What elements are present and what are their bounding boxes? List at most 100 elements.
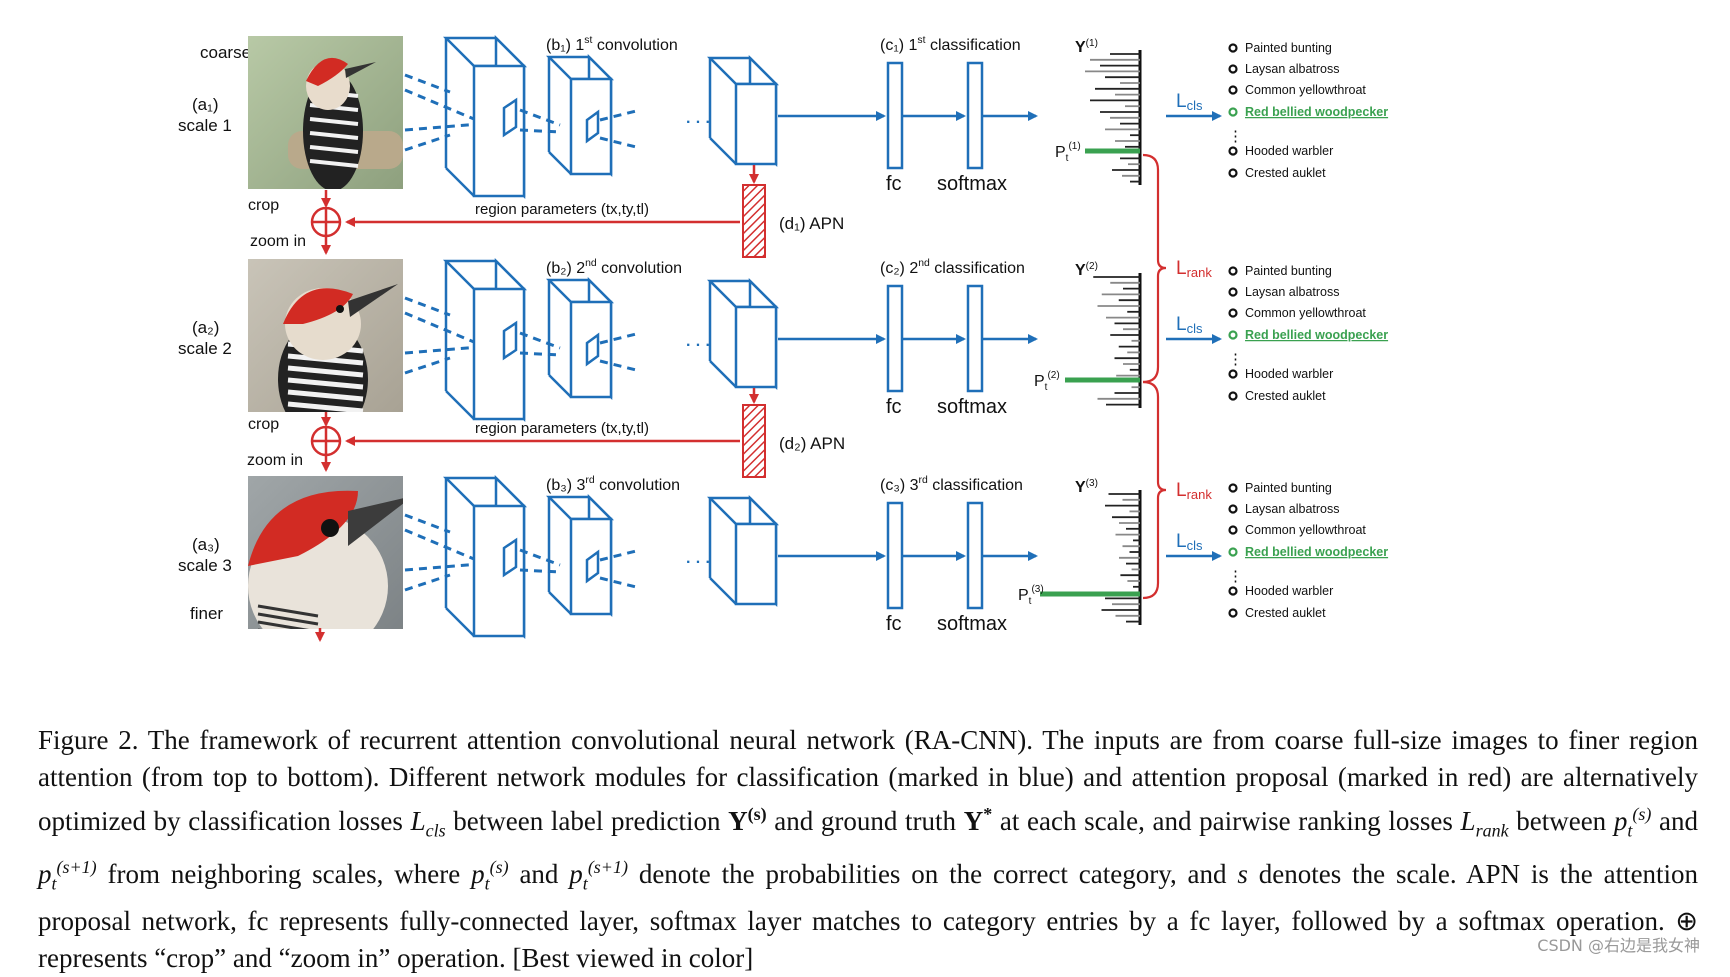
beak — [348, 498, 403, 546]
conv-block-3-front — [734, 305, 778, 389]
softmax-layer — [966, 61, 984, 170]
proj-dash — [404, 513, 451, 534]
kernel-1 — [502, 97, 518, 138]
ellipsis-dots: · · · — [686, 114, 711, 131]
region-params-label: region parameters (tx,ty,tl) — [475, 201, 649, 218]
proj-dash — [519, 331, 561, 350]
kernel-1 — [502, 320, 518, 361]
caption-p9: represents “crop” and “zoom in” operatio… — [38, 942, 754, 973]
stripe — [287, 377, 364, 390]
zoom-in-label: zoom in — [247, 452, 303, 469]
class-item: Common yellowthroat — [1245, 306, 1366, 320]
label-scale-2: scale 2 — [178, 339, 232, 358]
class-radio-icon — [1228, 64, 1238, 74]
class-item: Painted bunting — [1245, 41, 1332, 55]
class-radio-icon — [1228, 168, 1238, 178]
conv-block-1-edge2 — [445, 607, 475, 637]
bird-image-2 — [248, 259, 403, 412]
label-coarse: coarse — [200, 43, 251, 62]
bird-image-1 — [248, 36, 403, 189]
caption-pts-2: pt(s) — [471, 857, 509, 894]
proj-dash — [599, 331, 641, 345]
label-scale-3: scale 3 — [178, 556, 232, 575]
softmax-label: softmax — [937, 396, 1007, 418]
conv-block-2-edge2 — [548, 374, 572, 398]
class-radio-icon — [1228, 391, 1238, 401]
conv-block-3 — [706, 277, 780, 391]
row-scale-1: coarse(a₁)scale 1· · ·(b₁) 1st convoluti… — [178, 34, 1388, 200]
conv-label-1: (b₁) 1st convolution — [546, 35, 678, 54]
conv-block-1-front — [472, 504, 526, 638]
region-params-label: region parameters (tx,ty,tl) — [475, 420, 649, 437]
cls-label-1: (c₁) 1st classification — [880, 35, 1021, 54]
proj-dash — [404, 573, 451, 592]
conv-block-2 — [545, 276, 615, 401]
stripe — [257, 612, 319, 626]
class-ellipsis: ⋮ — [1228, 568, 1243, 585]
class-radio-icon — [1228, 525, 1238, 535]
kernel-2 — [585, 549, 600, 584]
class-radio-icon — [1228, 43, 1238, 53]
kernel-2 — [585, 109, 600, 144]
oplus-icon: ⊕ — [1675, 905, 1698, 936]
proj-dash — [404, 120, 506, 132]
caption-p7: denote the probabilities on the correct … — [638, 859, 1227, 890]
caption-p3: and ground truth — [774, 806, 957, 836]
class-radio-icon — [1228, 308, 1238, 318]
class-item: Red bellied woodpecker — [1245, 328, 1388, 342]
proj-dash — [599, 136, 641, 150]
caption-pts: pt(s) — [1613, 804, 1652, 841]
class-item: Laysan albatross — [1245, 502, 1340, 516]
caption-p4: at each scale, and pairwise ranking loss… — [999, 806, 1453, 836]
apn-block — [742, 404, 766, 478]
conv-block-2-front — [569, 517, 613, 616]
conv-block-1 — [442, 474, 528, 640]
softmax-label: softmax — [937, 173, 1007, 195]
caption-pts1-2: pt(s+1) — [569, 857, 628, 894]
conv-block-1 — [442, 34, 528, 200]
stripe — [309, 159, 359, 168]
crop-label: crop — [248, 416, 279, 433]
proj-dash — [519, 108, 561, 127]
cls-label-3: (c₃) 3rd classification — [880, 475, 1023, 494]
fc-layer — [886, 284, 904, 393]
class-item: Crested auklet — [1245, 389, 1326, 403]
class-item: Laysan albatross — [1245, 62, 1340, 76]
beak — [348, 284, 398, 317]
stripe — [258, 628, 262, 629]
caption-s: s — [1237, 859, 1248, 890]
class-item: Red bellied woodpecker — [1245, 545, 1388, 559]
brace-path — [1142, 380, 1167, 600]
caption-pts1: pt(s+1) — [38, 857, 97, 894]
conv-block-3-front — [734, 82, 778, 166]
lrank-brace-2: Lrank — [1142, 380, 1212, 600]
conv-block-2 — [545, 493, 615, 618]
conv-block-2-edge2 — [548, 151, 572, 175]
caption-p5: between — [1516, 806, 1607, 836]
proj-dash — [599, 576, 641, 590]
caption-and-2: and — [519, 859, 559, 890]
conv-block-1-front — [472, 287, 526, 421]
caption-lrank: Lrank — [1460, 806, 1509, 841]
lcls-label: Lcls — [1176, 531, 1203, 553]
p-label-3: Pt(3) — [1018, 584, 1044, 607]
kernel-1 — [502, 537, 518, 578]
caption-and-1: and — [1659, 806, 1698, 836]
fc-label: fc — [886, 173, 902, 195]
conv-block-1-edge2 — [445, 390, 475, 420]
caption-p8: denotes the scale. APN is the attention … — [38, 859, 1699, 936]
cls-label-2: (c₂) 2nd classification — [880, 258, 1025, 277]
class-ellipsis: ⋮ — [1228, 351, 1243, 368]
proj-dash — [404, 296, 451, 317]
caption-Ys: Y(s) — [728, 804, 767, 836]
class-item: Hooded warbler — [1245, 367, 1333, 381]
stripe — [257, 604, 319, 618]
class-radio-icon — [1228, 586, 1238, 596]
bird-shape-2 — [278, 284, 398, 412]
label-finer: finer — [190, 604, 223, 623]
ellipsis-dots: · · · — [686, 337, 711, 354]
eye — [321, 519, 339, 537]
conv-label-2: (b₂) 2nd convolution — [546, 258, 682, 277]
class-radio-icon — [1228, 287, 1238, 297]
figure-caption: Figure 2. The framework of recurrent att… — [38, 722, 1698, 977]
